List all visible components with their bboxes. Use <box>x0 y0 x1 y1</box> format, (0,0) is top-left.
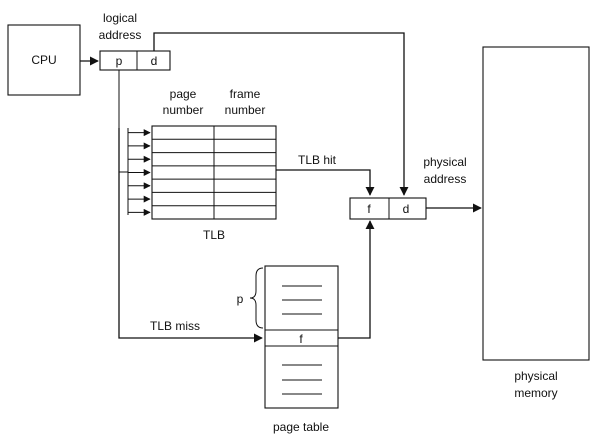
physical-memory-box <box>482 46 590 361</box>
physical-memory-label-line2: memory <box>514 386 557 400</box>
page-table-caption: page table <box>273 420 329 434</box>
p-to-tlb-search-arrows <box>118 70 151 216</box>
p-brace <box>249 267 264 329</box>
page-table-to-physical-arrow <box>338 220 375 339</box>
logical-d-field: d <box>151 54 158 68</box>
tlb-col-page-line1: page <box>170 87 197 101</box>
logical-address-label-line1: logical <box>103 11 137 25</box>
tlb-col-page-line2: number <box>163 103 204 117</box>
tlb-caption: TLB <box>203 228 225 242</box>
cpu-label: CPU <box>31 53 56 67</box>
logical-p-field: p <box>116 54 123 68</box>
tlb-miss-label: TLB miss <box>150 319 200 333</box>
physical-address-label-line1: physical <box>423 155 466 169</box>
tlb-hit-arrow <box>276 169 375 196</box>
physical-address-box: f d <box>349 197 427 220</box>
physical-d-field: d <box>403 202 410 216</box>
physical-address-label-line2: address <box>424 172 467 186</box>
tlb-miss-arrow <box>118 128 263 343</box>
cpu-box: CPU <box>7 24 81 96</box>
logical-address-label-line2: address <box>99 28 142 42</box>
page-table: f <box>264 265 339 409</box>
physical-f-field: f <box>367 202 371 216</box>
physical-memory-label-line1: physical <box>514 369 557 383</box>
tlb-hit-label: TLB hit <box>298 153 337 167</box>
page-table-f-entry: f <box>299 332 303 346</box>
offset-d-arrow <box>153 32 409 196</box>
tlb-col-frame-line2: number <box>225 103 266 117</box>
tlb-col-frame-line1: frame <box>230 87 261 101</box>
logical-address-box: p d <box>99 50 171 71</box>
tlb-table <box>151 125 277 220</box>
page-table-p-label: p <box>237 292 244 306</box>
